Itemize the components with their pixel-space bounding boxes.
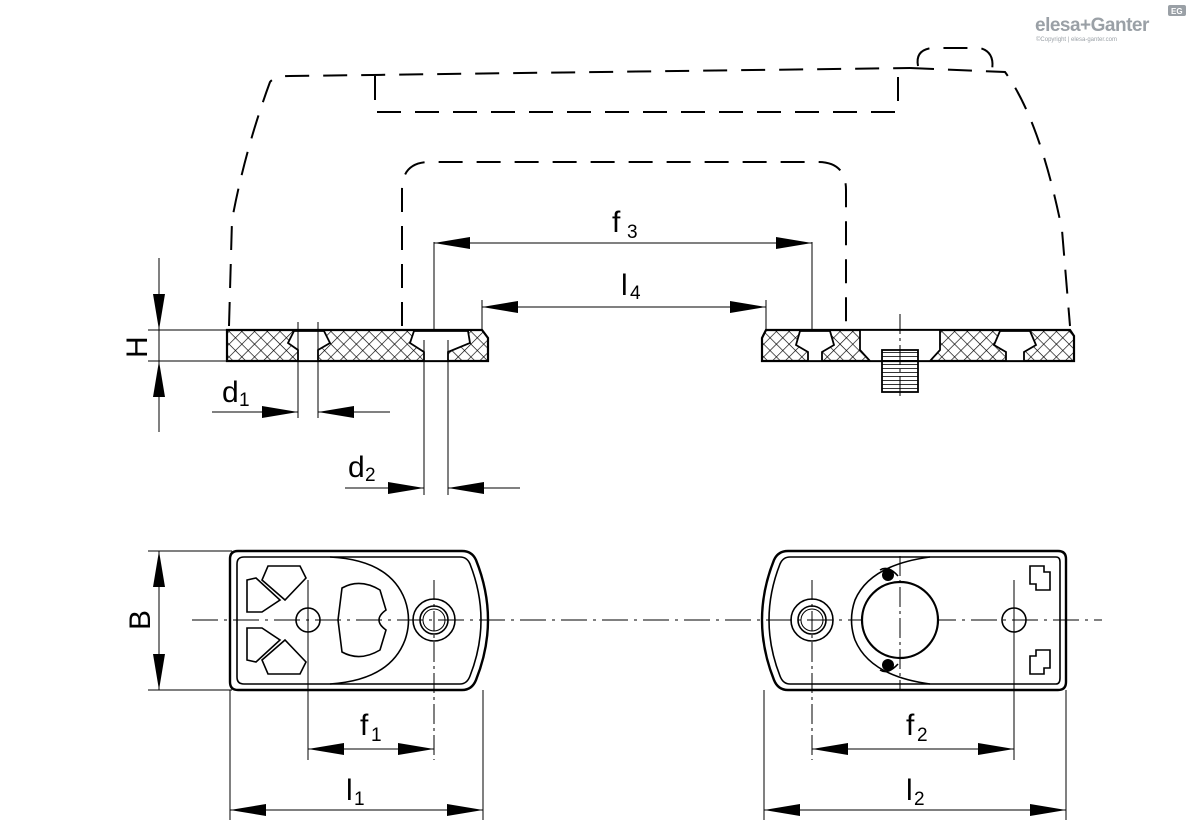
dimension-f3: f 3 bbox=[433, 206, 813, 330]
right-base-section bbox=[760, 314, 1076, 398]
right-base-plan bbox=[760, 549, 1068, 820]
label-d1-sub: 1 bbox=[239, 390, 250, 411]
dimension-l1: l 1 bbox=[230, 774, 483, 816]
dimension-B: B bbox=[124, 550, 232, 691]
countersunk-hole-icon bbox=[794, 330, 836, 362]
left-base-section bbox=[225, 322, 490, 495]
dimension-l2: l 2 bbox=[764, 774, 1066, 816]
label-l4-sub: 4 bbox=[630, 283, 641, 304]
label-d2-sub: 2 bbox=[365, 465, 376, 486]
brand-badge bbox=[1168, 5, 1186, 16]
brand-copyright: ©Copyright | elesa-ganter.com bbox=[1036, 36, 1117, 43]
handle-phantom-outline bbox=[228, 47, 1071, 327]
label-f3-sub: 3 bbox=[627, 222, 638, 243]
dimension-f2: f 2 bbox=[812, 709, 1014, 755]
brand-badge-text: EG bbox=[1171, 7, 1183, 16]
label-B: B bbox=[124, 610, 157, 630]
label-l2-sub: 2 bbox=[914, 789, 925, 810]
label-l2: l bbox=[906, 774, 913, 807]
label-d2: d bbox=[348, 451, 365, 484]
label-f2-sub: 2 bbox=[917, 725, 928, 746]
label-l4: l bbox=[621, 269, 628, 302]
label-l1: l bbox=[346, 774, 353, 807]
dimension-l4: l 4 bbox=[481, 269, 767, 330]
dimension-f1: f 1 bbox=[308, 709, 434, 755]
label-f1: f bbox=[360, 709, 369, 742]
label-f1-sub: 1 bbox=[371, 725, 382, 746]
brand-logo-text: elesa+Ganter bbox=[1035, 15, 1150, 36]
label-H: H bbox=[121, 336, 154, 358]
left-base-plan bbox=[228, 549, 490, 820]
dimension-d1: d 1 bbox=[212, 376, 390, 418]
label-l1-sub: 1 bbox=[354, 789, 365, 810]
countersunk-hole-icon bbox=[992, 330, 1038, 362]
dimension-d2: d 2 bbox=[345, 451, 520, 494]
label-f2: f bbox=[906, 709, 915, 742]
label-d1: d bbox=[222, 376, 239, 409]
brand-logo: elesa+Ganter ©Copyright | elesa-ganter.c… bbox=[1035, 5, 1186, 43]
dimension-H: H bbox=[121, 258, 232, 432]
label-f3: f bbox=[612, 206, 621, 239]
